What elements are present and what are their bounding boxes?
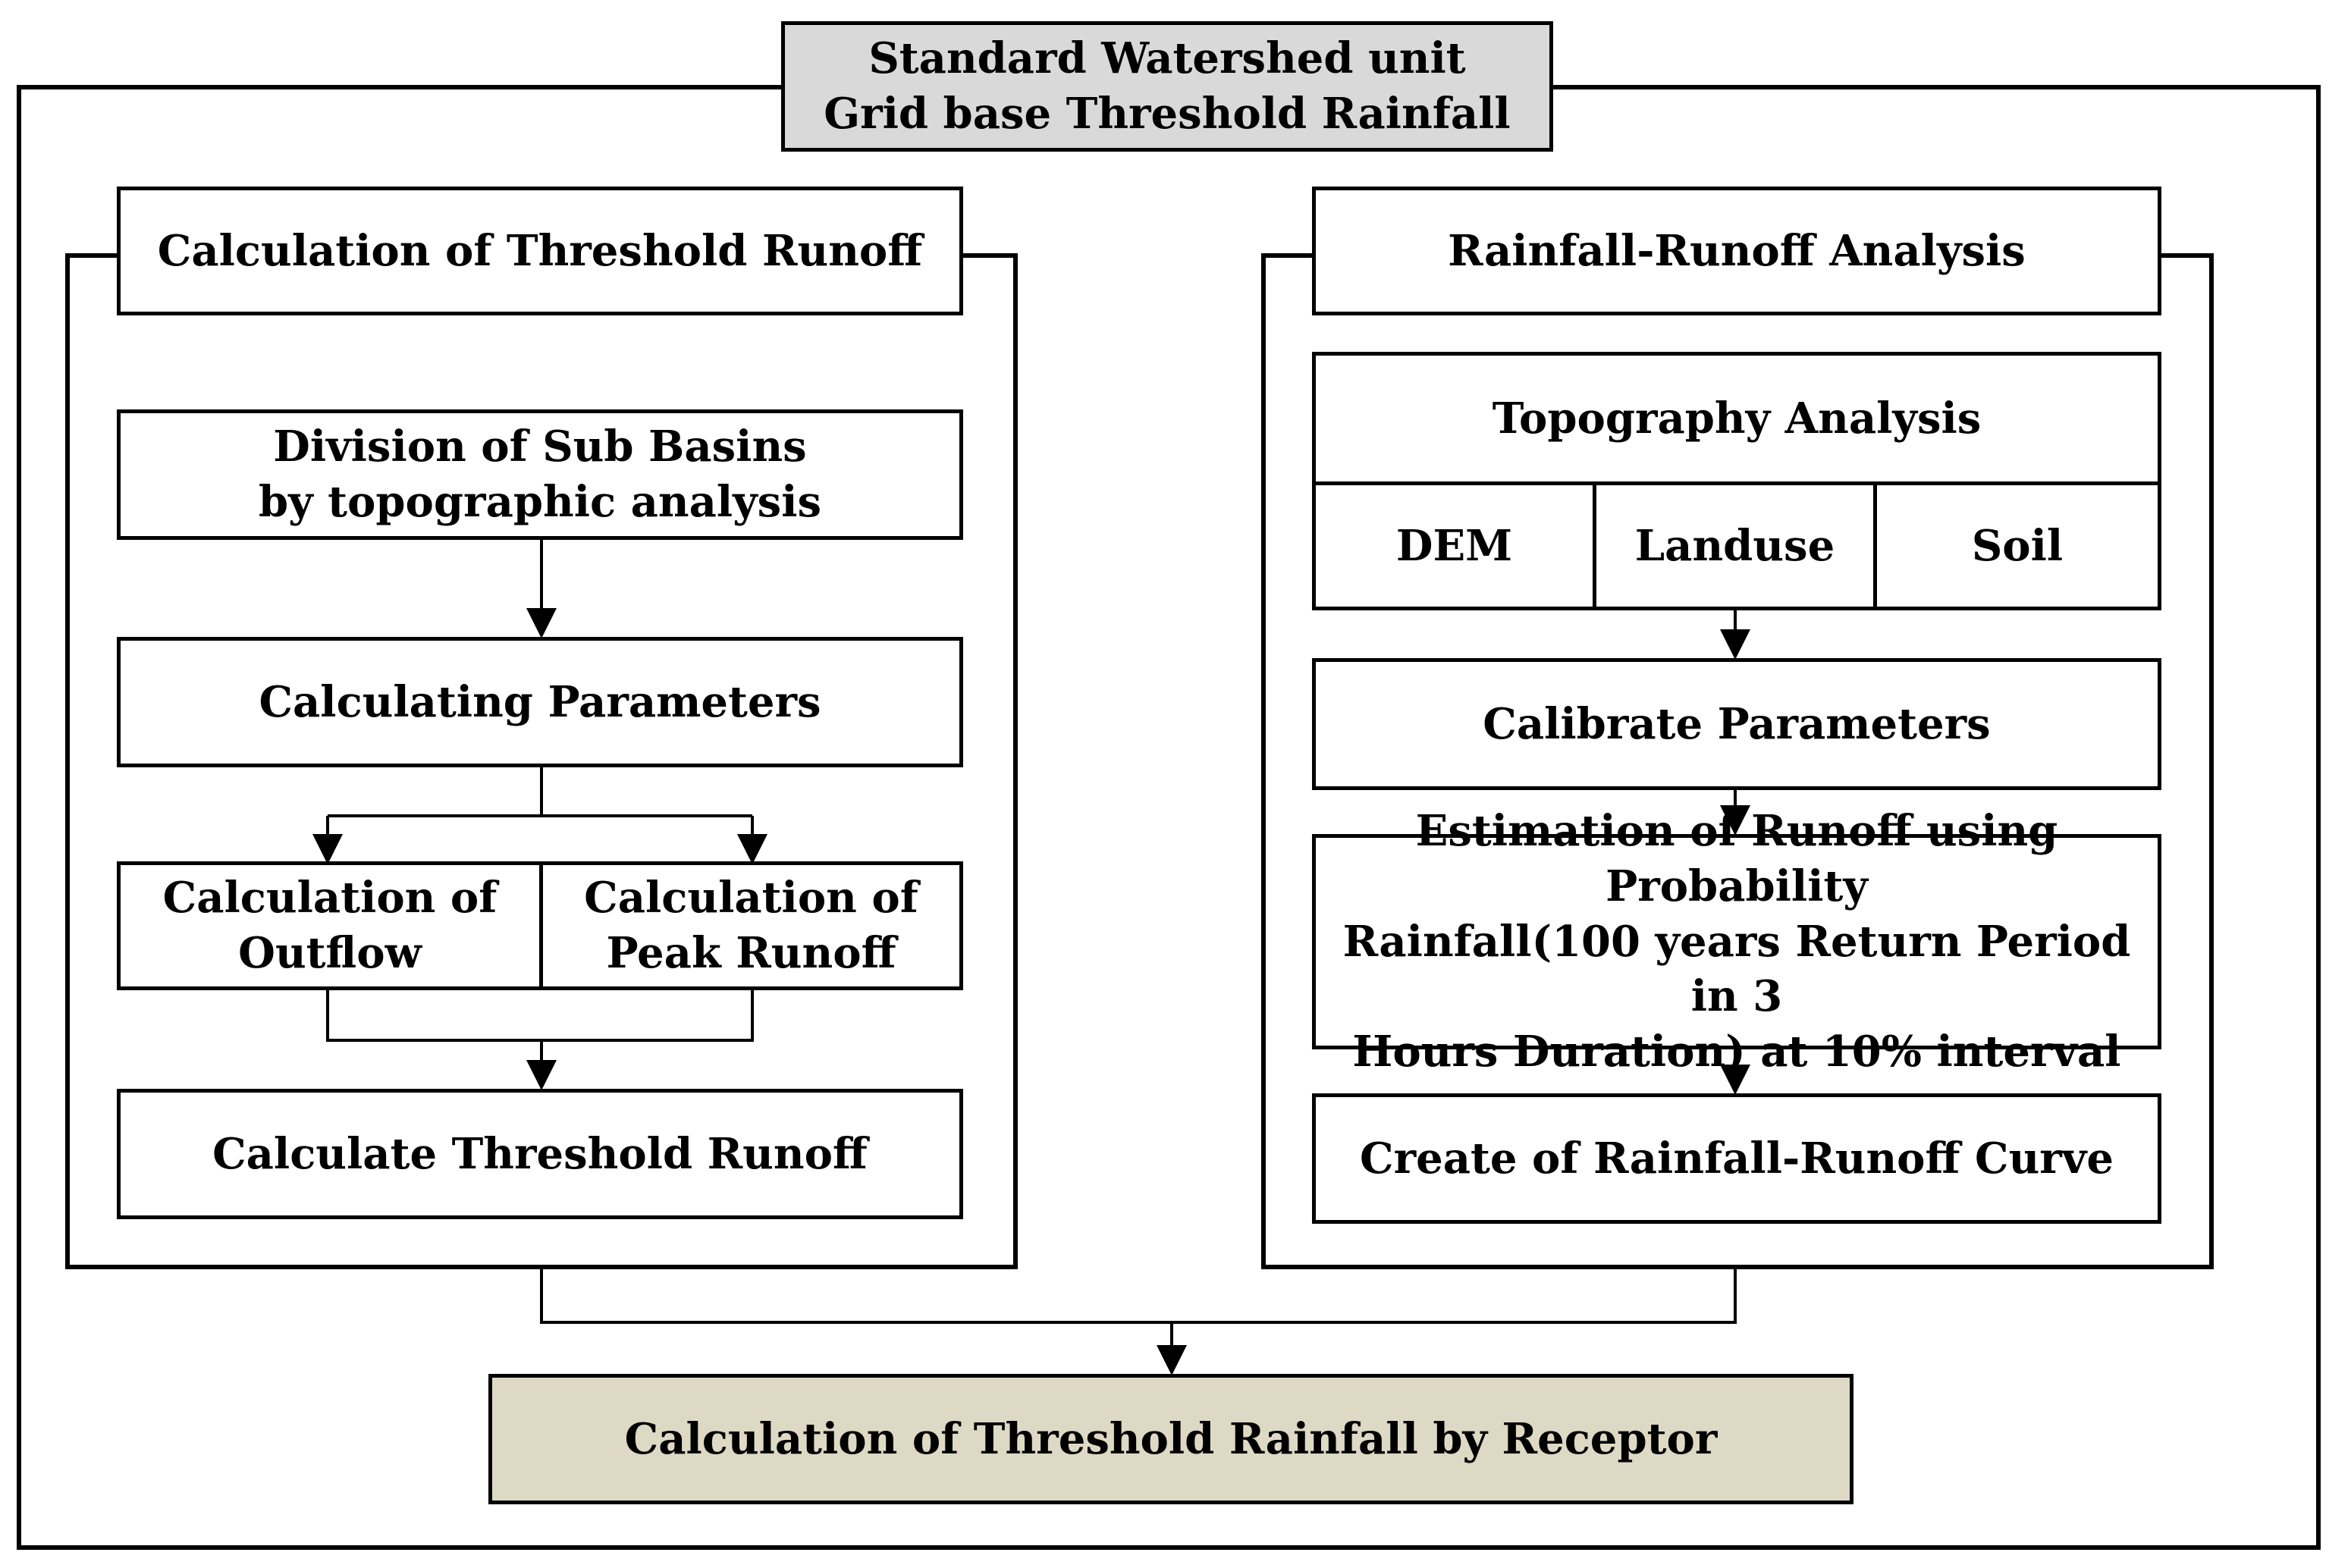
estimation-box: Estimation of Runoff using Probability R… — [1312, 806, 2161, 1077]
outflow-box: Calculation of Outflow — [117, 861, 543, 990]
right-heading-box: Rainfall-Runoff Analysis — [1312, 187, 2161, 315]
soil-box: Soil — [1873, 481, 2161, 610]
left-step2-box: Calculating Parameters — [117, 637, 963, 767]
threshold-runoff-text: Calculate Threshold Runoff — [212, 1128, 868, 1179]
soil-text: Soil — [1971, 520, 2064, 571]
outflow-text: Calculation of Outflow — [162, 873, 498, 978]
result-text: Calculation of Threshold Rainfall by Rec… — [624, 1413, 1718, 1464]
diagram-title-line1: Standard Watershed unit — [868, 33, 1466, 84]
diagram-title-line2: Grid base Threshold Rainfall — [824, 89, 1511, 139]
landuse-text: Landuse — [1634, 520, 1835, 571]
curve-text: Create of Rainfall-Runoff Curve — [1360, 1133, 2114, 1184]
result-box: Calculation of Threshold Rainfall by Rec… — [488, 1374, 1853, 1504]
peak-runoff-text: Calculation of Peak Runoff — [584, 873, 918, 978]
left-heading-box: Calculation of Threshold Runoff — [117, 187, 963, 315]
topography-text: Topography Analysis — [1492, 393, 1982, 444]
left-heading: Calculation of Threshold Runoff — [157, 225, 923, 276]
peak-runoff-box: Calculation of Peak Runoff — [539, 861, 963, 990]
dem-box: DEM — [1312, 481, 1596, 610]
split-connector — [328, 766, 543, 817]
merge-connector — [326, 987, 754, 1042]
left-step1-box: Division of Sub Basins by topographic an… — [117, 409, 963, 540]
left-step1-text: Division of Sub Basins by topographic an… — [258, 422, 822, 527]
left-step2-text: Calculating Parameters — [259, 676, 821, 727]
landuse-box: Landuse — [1593, 481, 1877, 610]
dem-text: DEM — [1395, 520, 1513, 571]
diagram-title-box: Standard Watershed unit Grid base Thresh… — [781, 21, 1553, 152]
topography-box: Topography Analysis — [1312, 352, 2161, 485]
curve-box: Create of Rainfall-Runoff Curve — [1312, 1093, 2161, 1224]
threshold-runoff-box: Calculate Threshold Runoff — [117, 1089, 963, 1219]
calibrate-box: Calibrate Parameters — [1312, 658, 2161, 790]
right-heading: Rainfall-Runoff Analysis — [1448, 225, 2026, 276]
estimation-text: Estimation of Runoff using Probability R… — [1342, 806, 2131, 1077]
result-merge-connector — [540, 1269, 1737, 1324]
calibrate-text: Calibrate Parameters — [1483, 698, 1991, 749]
